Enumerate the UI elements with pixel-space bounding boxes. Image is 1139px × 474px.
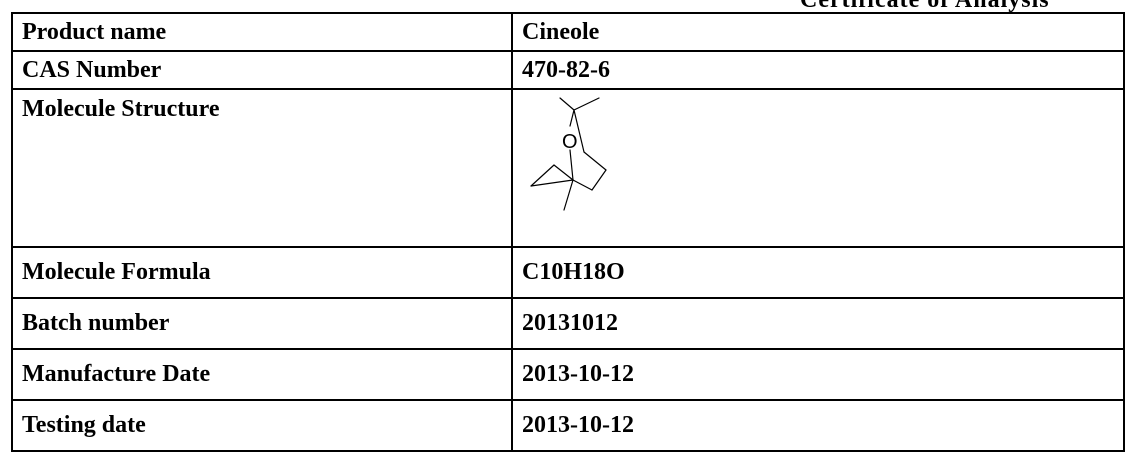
- row-label-manufacture-date: Manufacture Date: [11, 348, 513, 401]
- table-row: Batch number 20131012: [11, 297, 1125, 350]
- row-value-molecule-formula: C10H18O: [511, 246, 1125, 299]
- row-value-manufacture-date: 2013-10-12: [511, 348, 1125, 401]
- row-label-cas-number: CAS Number: [11, 50, 513, 90]
- row-value-cas-number: 470-82-6: [511, 50, 1125, 90]
- product-spec-table: Product name Cineole CAS Number 470-82-6…: [11, 12, 1125, 452]
- table-row: Product name Cineole: [11, 12, 1125, 52]
- row-label-product-name: Product name: [11, 12, 513, 52]
- row-value-batch-number: 20131012: [511, 297, 1125, 350]
- cineole-structure-diagram: O: [530, 97, 607, 211]
- row-label-batch-number: Batch number: [11, 297, 513, 350]
- row-label-testing-date: Testing date: [11, 399, 513, 452]
- table-row: Manufacture Date 2013-10-12: [11, 348, 1125, 401]
- oxygen-atom-label: O: [562, 131, 578, 153]
- table-row: Molecule Structure: [11, 88, 1125, 248]
- table-row: CAS Number 470-82-6: [11, 50, 1125, 90]
- row-value-molecule-structure: O: [511, 88, 1125, 248]
- row-label-molecule-formula: Molecule Formula: [11, 246, 513, 299]
- row-value-testing-date: 2013-10-12: [511, 399, 1125, 452]
- table-row: Testing date 2013-10-12: [11, 399, 1125, 452]
- table-row: Molecule Formula C10H18O: [11, 246, 1125, 299]
- row-value-product-name: Cineole: [511, 12, 1125, 52]
- row-label-molecule-structure: Molecule Structure: [11, 88, 513, 248]
- page-header-cut-off: Certificate of Analysis: [800, 0, 1050, 13]
